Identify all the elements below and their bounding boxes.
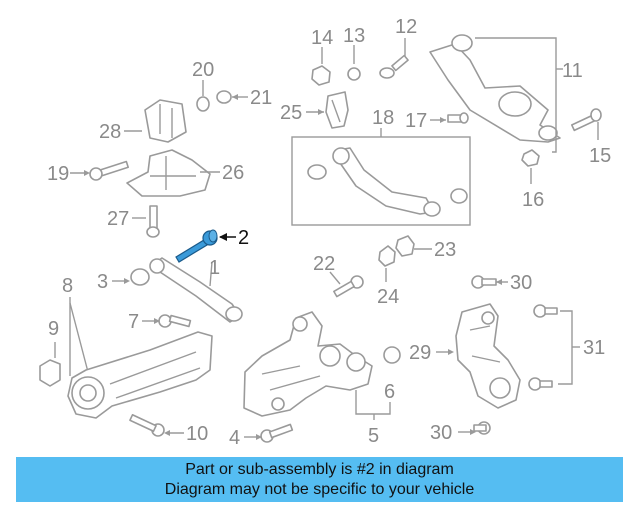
callout-24: 24 — [377, 286, 399, 308]
callout-26: 26 — [222, 162, 244, 184]
bolt-part-7 — [158, 314, 192, 328]
callout-20: 20 — [192, 59, 214, 81]
callout-15: 15 — [589, 145, 611, 167]
callout-8: 8 — [62, 275, 73, 297]
bolt-part-30-bottom — [473, 421, 491, 435]
callout-3: 3 — [97, 271, 108, 293]
bolt-part-19 — [89, 160, 129, 181]
callout-29: 29 — [409, 342, 431, 364]
callout-7: 7 — [128, 311, 139, 333]
bushing-part-6 — [383, 346, 401, 364]
callout-30-top: 30 — [510, 272, 532, 294]
bolt-part-15 — [570, 108, 602, 132]
control-arm-part-11 — [429, 34, 561, 143]
bolt-part-10 — [129, 413, 165, 437]
callout-6: 6 — [384, 381, 395, 403]
callout-22: 22 — [313, 253, 335, 275]
bolt-part-17 — [447, 112, 469, 124]
callout-14: 14 — [311, 27, 333, 49]
bracket-part-25 — [325, 91, 349, 129]
callout-28: 28 — [99, 121, 121, 143]
callout-5: 5 — [368, 425, 379, 447]
hub-carrier-part-29 — [455, 303, 521, 409]
callout-25: 25 — [280, 102, 302, 124]
nut-part-16 — [521, 149, 540, 167]
parts-diagram: 11 12 13 14 20 21 25 28 26 — [39, 16, 611, 449]
callout-17: 17 — [405, 110, 427, 132]
callout-10: 10 — [186, 423, 208, 445]
bushing-part-28 — [144, 99, 187, 143]
arm-part-18 — [307, 147, 468, 217]
callout-1: 1 — [209, 257, 220, 279]
callout-21: 21 — [250, 87, 272, 109]
callout-19: 19 — [47, 163, 69, 185]
callout-4: 4 — [229, 427, 240, 449]
bolt-part-31-lower — [528, 377, 553, 391]
bushing-part-3 — [130, 268, 150, 286]
callout-11: 11 — [562, 60, 583, 82]
banner-line-2: Diagram may not be specific to your vehi… — [164, 481, 475, 498]
trailing-arm-part-8 — [67, 331, 213, 419]
callout-30-bottom: 30 — [430, 422, 452, 444]
banner-line-1: Part or sub-assembly is #2 in diagram — [185, 461, 454, 478]
nut-part-21 — [216, 90, 232, 104]
bolt-part-4 — [260, 423, 294, 443]
washer-part-20 — [196, 96, 210, 112]
callout-13: 13 — [343, 25, 365, 47]
nut-part-24 — [378, 245, 396, 267]
callout-12: 12 — [395, 16, 417, 38]
bolt-part-2 — [175, 229, 218, 263]
bolt-part-12 — [379, 54, 409, 79]
callout-31: 31 — [583, 337, 605, 359]
washer-part-13 — [347, 67, 361, 81]
bolt-part-30-top — [471, 275, 497, 289]
callout-27: 27 — [107, 208, 129, 230]
lateral-link-part-1 — [149, 257, 243, 323]
nut-part-14 — [311, 65, 331, 86]
bolt-part-22 — [333, 275, 364, 298]
mount-part-26 — [126, 149, 211, 197]
knuckle-assembly — [243, 311, 373, 417]
callout-23: 23 — [434, 239, 456, 261]
callout-18: 18 — [372, 107, 394, 129]
cap-part-9 — [39, 359, 61, 387]
part-18-frame — [291, 136, 471, 226]
bracket-part-23 — [395, 235, 415, 257]
callout-16: 16 — [522, 189, 544, 211]
info-banner: Part or sub-assembly is #2 in diagram Di… — [16, 457, 623, 502]
callout-2: 2 — [238, 227, 249, 249]
bolt-part-27 — [146, 205, 160, 238]
bolt-part-31-upper — [533, 304, 558, 318]
callout-9: 9 — [48, 318, 59, 340]
